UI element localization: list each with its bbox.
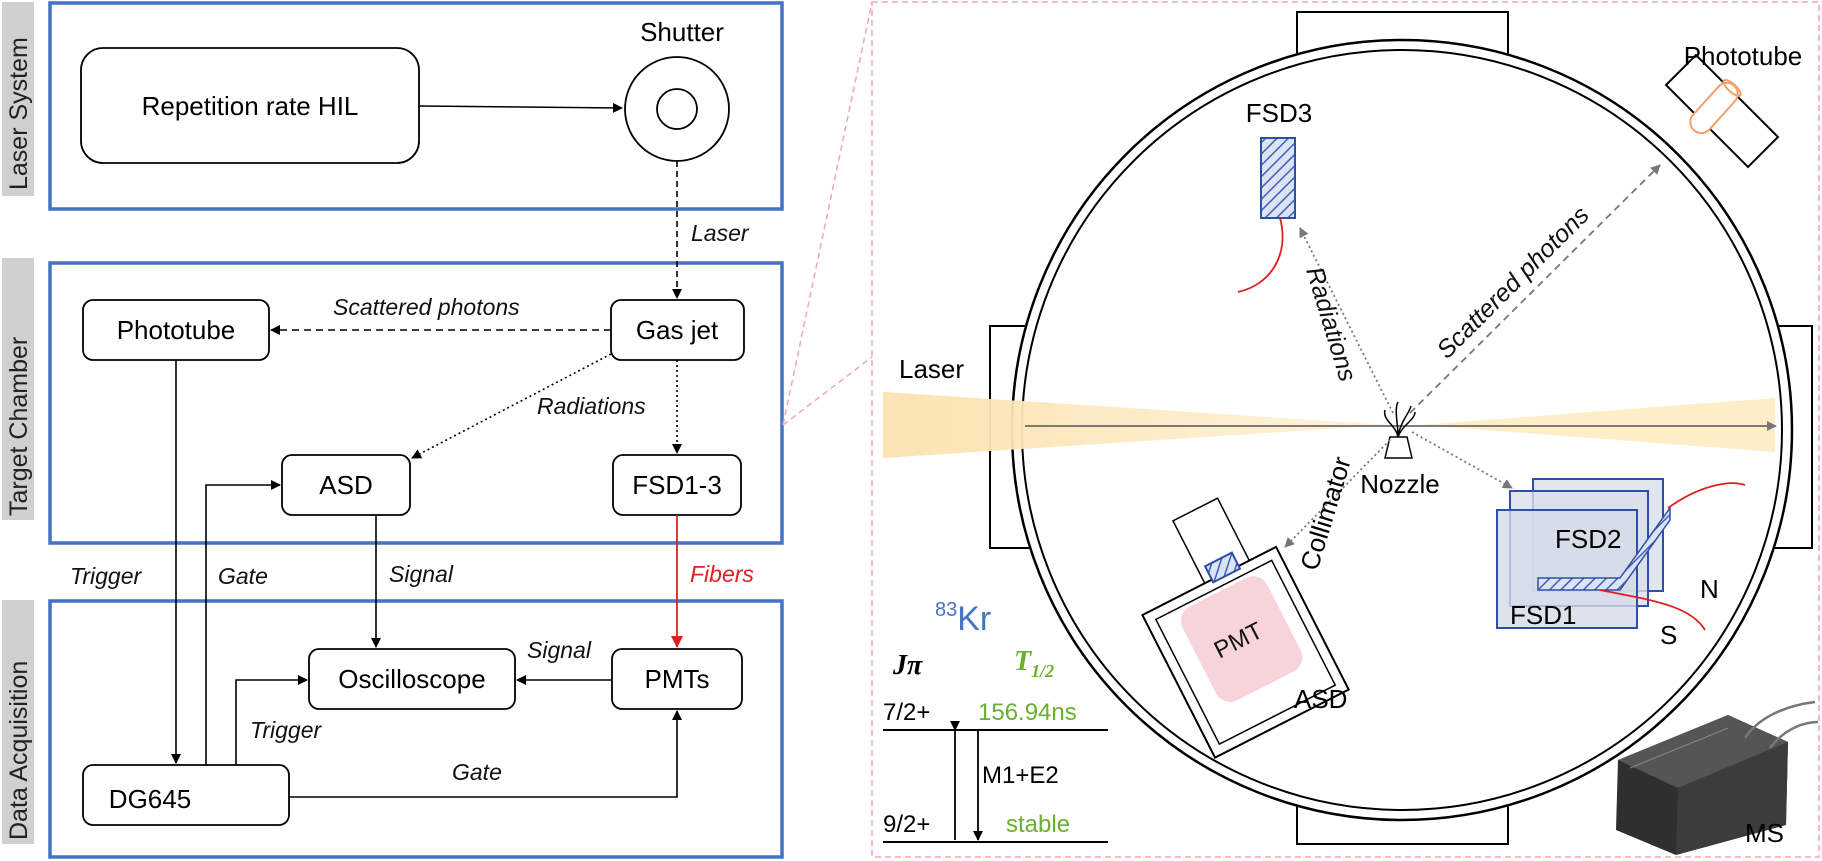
node-repetition-rate: Repetition rate HIL: [80, 47, 420, 164]
isotope-symbol: Kr: [957, 600, 991, 638]
node-phototube: Phototube: [82, 299, 270, 361]
scattered-photons-arrow: [1409, 164, 1661, 414]
ms-label: MS: [1745, 818, 1784, 848]
nozzle-icon: [1383, 401, 1416, 459]
upper-halflife-label: 156.94ns: [978, 699, 1077, 726]
col-t-sub: 1/2: [1031, 661, 1054, 681]
ms-device-image: [1616, 700, 1819, 855]
phototube-icon: [1689, 78, 1742, 135]
fsd1-label: FSD1: [1510, 600, 1576, 630]
shutter-inner-icon: [656, 88, 698, 130]
chamber-asd-label: ASD: [1294, 684, 1347, 714]
gate-edge-label-2: Gate: [452, 759, 502, 785]
chamber-laser-label: Laser: [899, 354, 964, 384]
node-oscilloscope: Oscilloscope: [308, 648, 516, 710]
signal-edge-label-1: Signal: [389, 561, 454, 587]
oscilloscope-label: Oscilloscope: [338, 664, 485, 694]
isotope-mass: 83: [935, 599, 957, 621]
signal-edge-label-2: Signal: [527, 637, 592, 663]
zoom-callout-lines: [782, 1, 873, 426]
col-t-label: T1/2: [1014, 646, 1054, 681]
asd-assembly: PMT: [1141, 497, 1351, 759]
section-target-chamber-label: Target Chamber: [5, 337, 33, 516]
edge-trigger-to-osc: [235, 675, 308, 765]
gate-edge-label-1: Gate: [218, 563, 268, 589]
fibers-edge-label: Fibers: [690, 561, 754, 587]
gas-jet-label: Gas jet: [636, 315, 719, 345]
fsd2-label: FSD2: [1555, 524, 1621, 554]
laser-edge-label: Laser: [691, 220, 750, 246]
node-dg645: DG645: [82, 764, 290, 826]
isotope-label: 83Kr: [935, 599, 991, 638]
edges: [171, 102, 683, 798]
transition-label: M1+E2: [982, 762, 1059, 789]
fsd12-detectors: [1496, 478, 1746, 631]
trigger-edge-label-1: Trigger: [70, 563, 142, 589]
trigger-edge-label-2: Trigger: [250, 717, 322, 743]
edge-hil-to-shutter: [418, 102, 623, 113]
lower-halflife-label: stable: [1006, 811, 1070, 838]
laser-system-frame: [48, 1, 784, 211]
section-laser-system-label: Laser System: [5, 37, 33, 190]
node-asd: ASD: [281, 454, 411, 516]
node-fsd: FSD1-3: [612, 454, 742, 516]
shutter-label: Shutter: [640, 17, 724, 47]
fsd-s-label: S: [1660, 620, 1677, 650]
node-pmts: PMTs: [611, 648, 743, 710]
radiations-edge-label: Radiations: [537, 393, 646, 419]
section-tab-data-acquisition: Data Acquisition: [2, 600, 34, 844]
node-shutter: Shutter: [624, 17, 730, 162]
dg645-label: DG645: [109, 784, 191, 814]
scattered-photons-edge-label: Scattered photons: [333, 294, 520, 320]
section-tab-target-chamber: Target Chamber: [2, 258, 34, 520]
chamber-phototube-label: Phototube: [1684, 41, 1803, 71]
data-acquisition-frame: [48, 599, 784, 859]
col-t-main: T: [1014, 646, 1033, 677]
level-scheme: 83Kr Jπ T1/2 7/2+ 156.94ns M1+E2 9/2+ st…: [883, 599, 1108, 843]
edge-gate-to-asd: [205, 480, 281, 765]
nozzle-label: Nozzle: [1360, 469, 1439, 499]
chamber-detail-frame: [871, 1, 1820, 858]
fsd3-label: FSD3: [1246, 98, 1312, 128]
lower-spin-label: 9/2+: [883, 811, 930, 838]
section-data-acquisition-label: Data Acquisition: [5, 661, 33, 840]
radiation-arrows: [1284, 227, 1513, 548]
asd-label: ASD: [319, 470, 372, 500]
fsd-label: FSD1-3: [632, 470, 722, 500]
section-tab-laser-system: Laser System: [2, 2, 34, 196]
target-chamber-frame: [48, 261, 784, 545]
node-gas-jet: Gas jet: [610, 299, 745, 361]
fsd-n-label: N: [1700, 574, 1719, 604]
col-jpi-label: Jπ: [892, 650, 923, 681]
pmts-label: PMTs: [645, 664, 710, 694]
upper-spin-label: 7/2+: [883, 699, 930, 726]
fsd3-detector: [1237, 137, 1296, 293]
edge-gate-to-pmts: [289, 710, 682, 798]
phototube-label: Phototube: [117, 315, 236, 345]
repetition-rate-label: Repetition rate HIL: [142, 91, 359, 121]
